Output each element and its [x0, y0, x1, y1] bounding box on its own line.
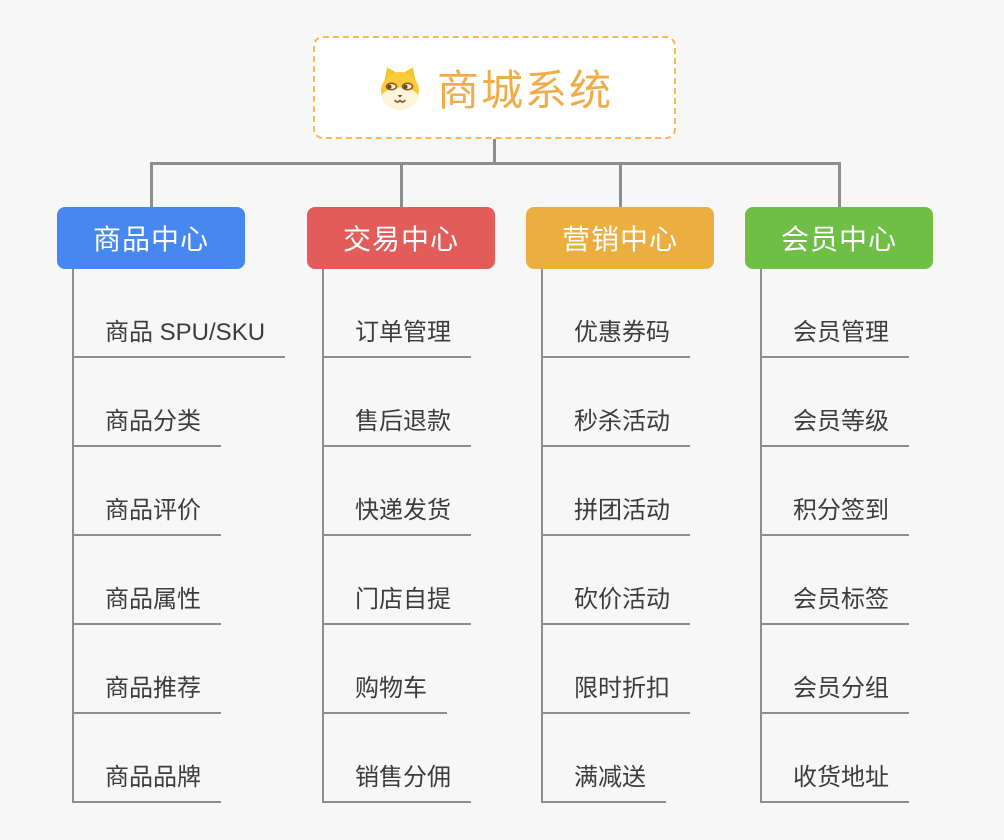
root-node-title: 商城系统 [436, 67, 613, 114]
mindmap-node[interactable]: 商品评价 [74, 447, 221, 536]
mindmap-node[interactable]: 优惠券码 [543, 269, 690, 358]
mindmap-node[interactable]: 会员标签 [762, 536, 909, 625]
mindmap-node[interactable]: 砍价活动 [543, 536, 690, 625]
connector-drop-member [838, 162, 841, 208]
mindmap-node[interactable]: 售后退款 [324, 358, 471, 447]
branch-node-product-center[interactable]: 商品中心 [57, 207, 245, 269]
mindmap-node[interactable]: 销售分佣 [324, 714, 471, 803]
mindmap-node[interactable]: 会员分组 [762, 625, 909, 714]
mindmap-node[interactable]: 商品品牌 [74, 714, 221, 803]
mindmap-node[interactable]: 积分签到 [762, 447, 909, 536]
connector-drop-product [150, 162, 153, 208]
mindmap-node[interactable]: 会员等级 [762, 358, 909, 447]
mindmap-node[interactable]: 拼团活动 [543, 447, 690, 536]
connector-root-drop [493, 139, 496, 165]
branch-children-product: 商品 SPU/SKU 商品分类 商品评价 商品属性 商品推荐 商品品牌 [72, 269, 286, 803]
mindmap-node[interactable]: 订单管理 [324, 269, 471, 358]
branch-children-marketing: 优惠券码 秒杀活动 拼团活动 砍价活动 限时折扣 满减送 [541, 269, 690, 803]
branch-node-member-center[interactable]: 会员中心 [745, 207, 933, 269]
mindmap-node[interactable]: 商品 SPU/SKU [74, 269, 286, 358]
root-node[interactable]: 商城系统 [313, 36, 676, 139]
branch-node-marketing-center[interactable]: 营销中心 [526, 207, 714, 269]
mindmap-node[interactable]: 限时折扣 [543, 625, 690, 714]
mindmap-node[interactable]: 收货地址 [762, 714, 909, 803]
branch-children-trade: 订单管理 售后退款 快递发货 门店自提 购物车 销售分佣 [322, 269, 471, 803]
mindmap-node[interactable]: 会员管理 [762, 269, 909, 358]
mindmap-node[interactable]: 门店自提 [324, 536, 471, 625]
shiba-dog-face-icon [376, 64, 424, 112]
branch-product-center: 商品中心 商品 SPU/SKU 商品分类 商品评价 商品属性 商品推荐 商品品牌 [57, 207, 286, 803]
mindmap-node[interactable]: 商品分类 [74, 358, 221, 447]
branch-children-member: 会员管理 会员等级 积分签到 会员标签 会员分组 收货地址 [760, 269, 909, 803]
mindmap-node[interactable]: 秒杀活动 [543, 358, 690, 447]
mindmap-node[interactable]: 满减送 [543, 714, 666, 803]
mindmap-node[interactable]: 购物车 [324, 625, 447, 714]
branch-member-center: 会员中心 会员管理 会员等级 积分签到 会员标签 会员分组 收货地址 [745, 207, 933, 803]
connector-drop-marketing [619, 162, 622, 208]
branch-marketing-center: 营销中心 优惠券码 秒杀活动 拼团活动 砍价活动 限时折扣 满减送 [526, 207, 714, 803]
mindmap-node[interactable]: 商品属性 [74, 536, 221, 625]
branch-node-trade-center[interactable]: 交易中心 [307, 207, 495, 269]
connector-drop-trade [400, 162, 403, 208]
branch-trade-center: 交易中心 订单管理 售后退款 快递发货 门店自提 购物车 销售分佣 [307, 207, 495, 803]
mindmap-node[interactable]: 商品推荐 [74, 625, 221, 714]
connector-bus [150, 162, 841, 165]
mindmap-node[interactable]: 快递发货 [324, 447, 471, 536]
